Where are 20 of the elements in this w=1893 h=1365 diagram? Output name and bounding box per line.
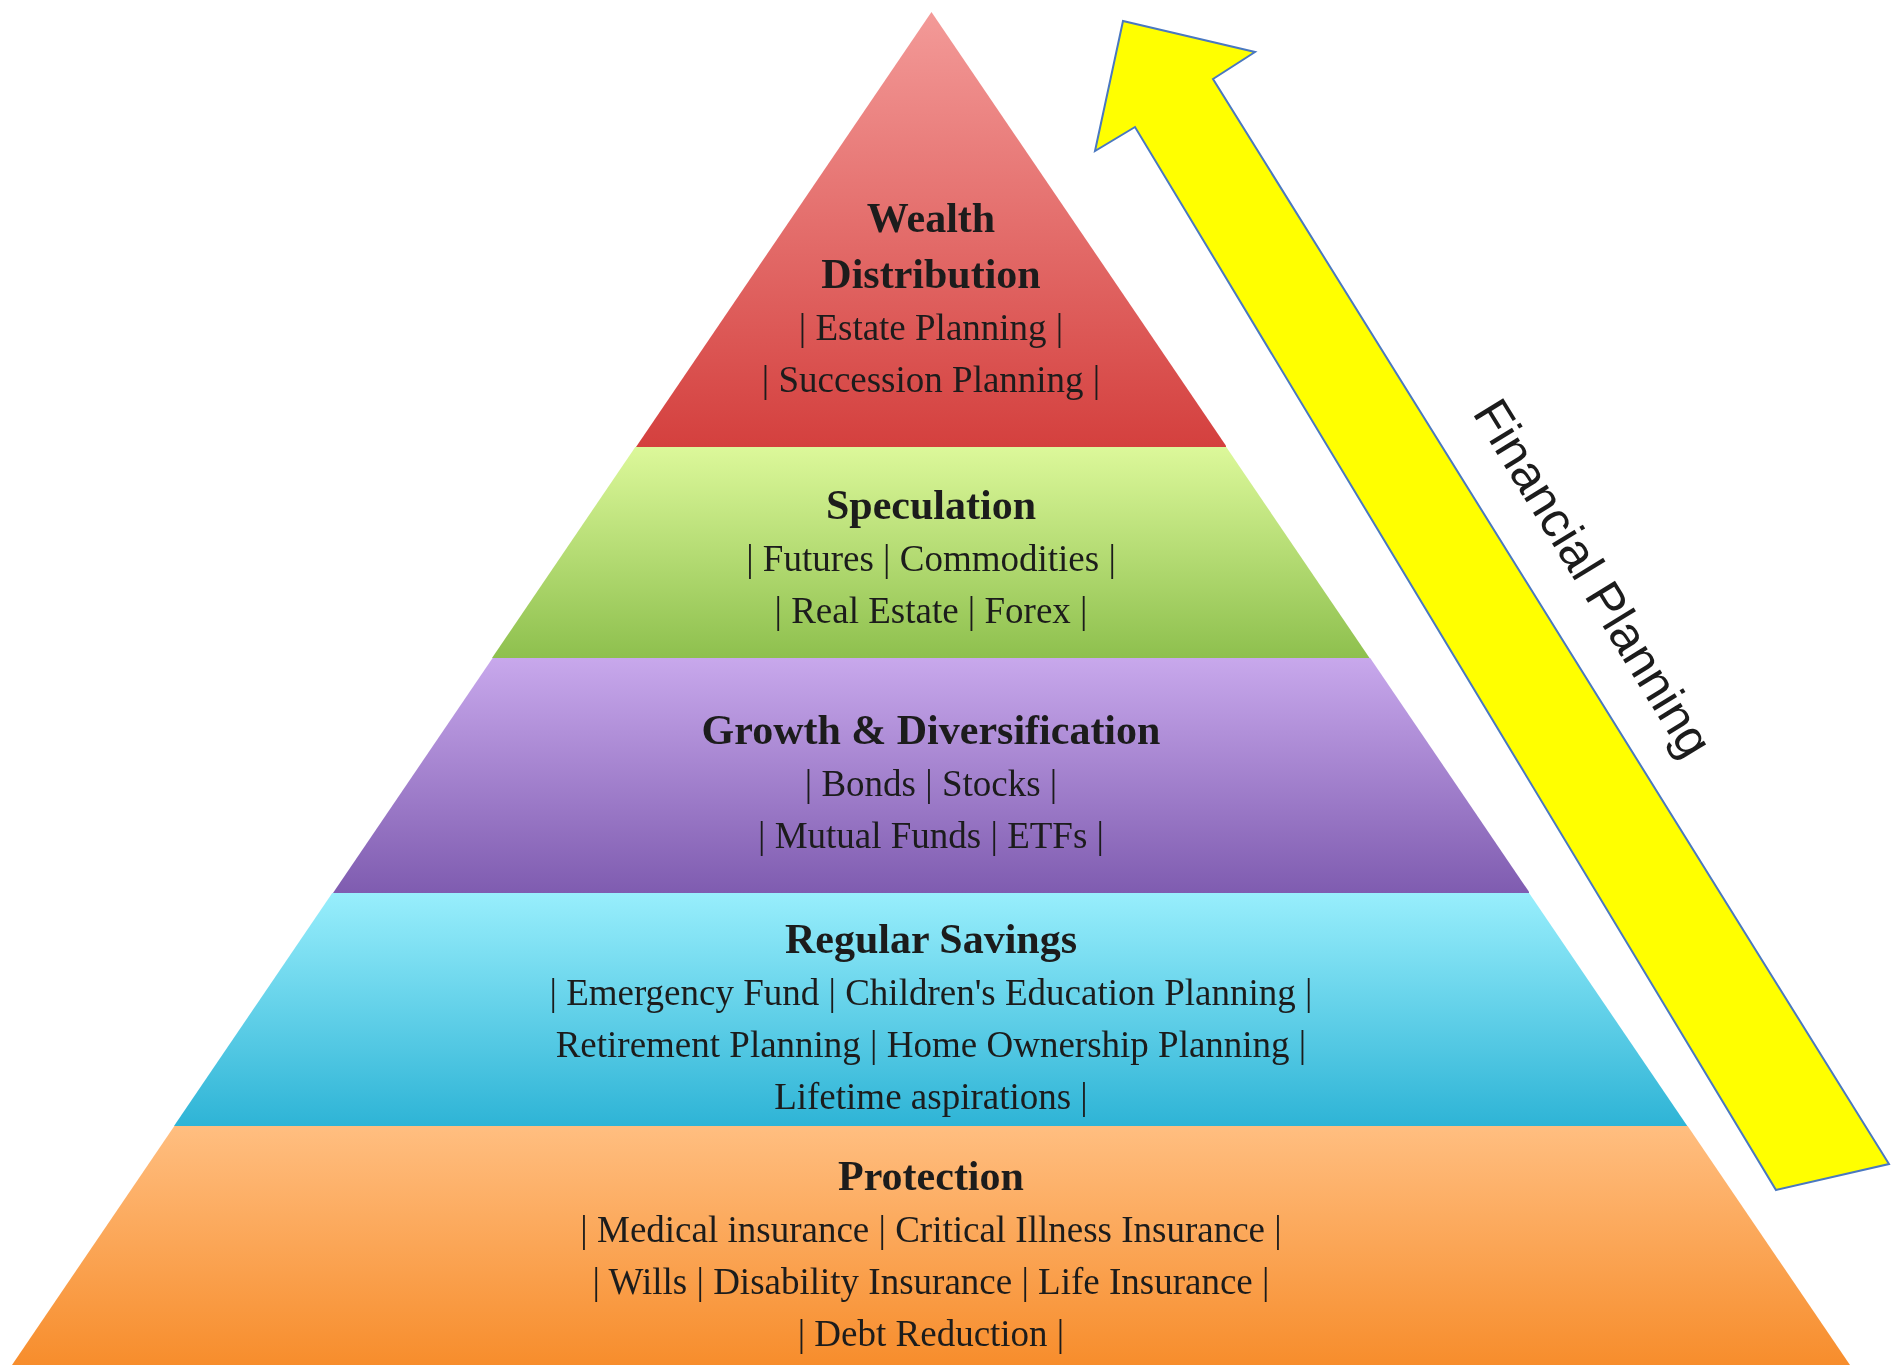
tier-items: | Futures | Commodities | — [746, 537, 1116, 581]
tier-items: | Medical insurance | Critical Illness Insurance | — [580, 1208, 1282, 1252]
tier-items: | Succession Planning | — [761, 358, 1101, 402]
pyramid-tier — [174, 893, 1688, 1126]
tier-items: | Real Estate | Forex | — [774, 589, 1088, 633]
tier-heading: Speculation — [825, 481, 1036, 530]
tier-items: | Bonds | Stocks | — [804, 762, 1058, 806]
tier-items: | Estate Planning | — [798, 306, 1064, 350]
pyramid-tier — [332, 658, 1530, 893]
tier-items: | Emergency Fund | Children's Education Planning | Retirement Planning | Home Ownership Planning | Lifetime aspirations | — [548, 971, 1314, 1119]
pyramid-tier — [492, 447, 1370, 658]
tier-heading: Regular Savings — [784, 915, 1078, 964]
tier-items: | Mutual Funds | ETFs | — [758, 814, 1104, 858]
tier-heading: Protection — [838, 1152, 1024, 1201]
tier-heading: Wealth Distribution — [820, 194, 1042, 299]
pyramid-tier — [12, 1126, 1850, 1365]
tier-items: | Debt Reduction | — [797, 1312, 1065, 1356]
tier-heading: Growth & Diversification — [701, 706, 1161, 755]
tier-items: | Wills | Disability Insurance | Life Insurance | — [592, 1260, 1270, 1304]
pyramid-tier — [635, 12, 1227, 447]
